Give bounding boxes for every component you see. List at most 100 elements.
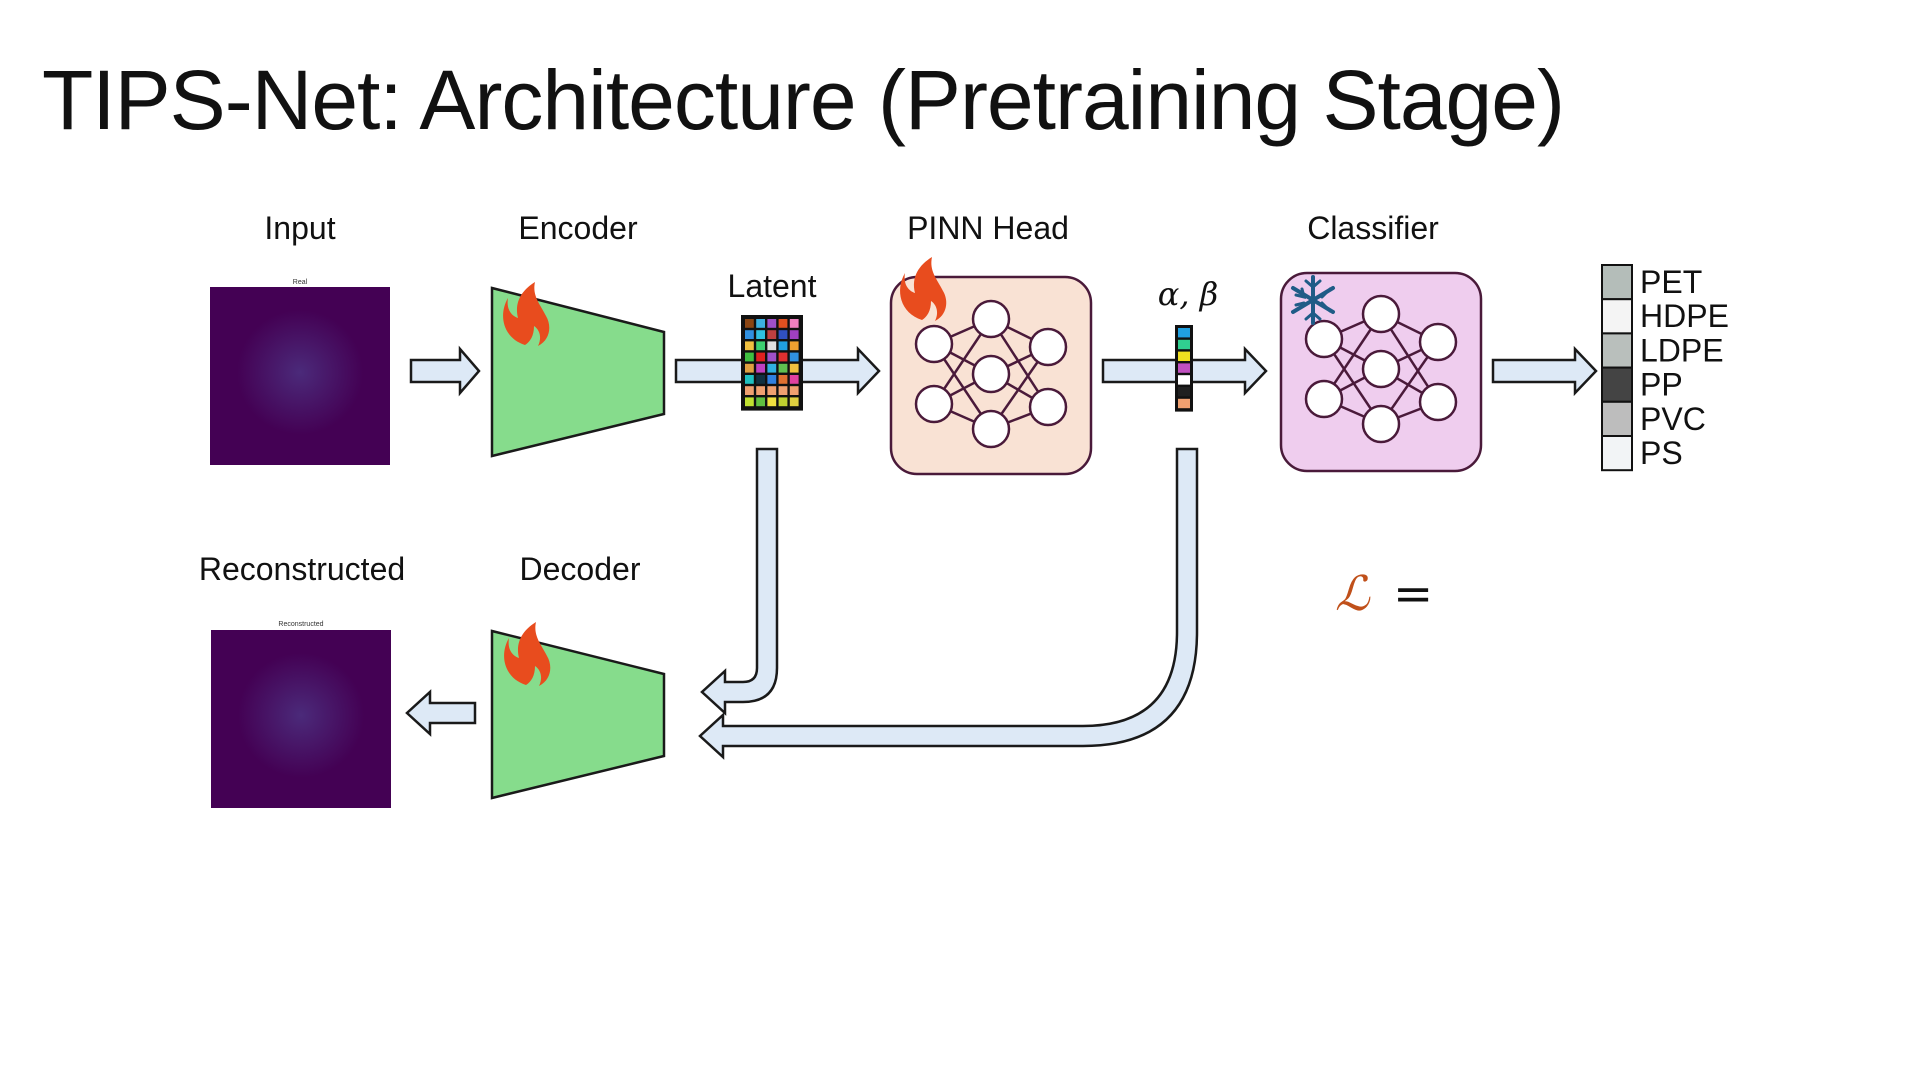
- latent-cell: [778, 330, 788, 339]
- vector-cell: [1178, 375, 1190, 385]
- latent-cell: [756, 363, 765, 373]
- pinn-head-label: PINN Head: [907, 210, 1069, 246]
- latent-cell: [789, 386, 799, 395]
- latent-cell: [789, 375, 799, 384]
- page-title: TIPS-Net: Architecture (Pretraining Stag…: [42, 53, 1565, 147]
- classifier-network: [1304, 294, 1458, 444]
- latent-cell: [745, 319, 754, 328]
- latent-cell: [767, 330, 777, 339]
- latent-cell: [767, 375, 777, 384]
- network-node: [914, 384, 954, 424]
- network-node: [1418, 322, 1458, 362]
- vector-cell: [1178, 351, 1190, 361]
- latent-cell: [778, 397, 788, 407]
- loss-symbol: ℒ: [1335, 566, 1371, 622]
- latent-cell: [767, 341, 777, 351]
- latent-cell: [778, 341, 788, 351]
- network-node: [1418, 382, 1458, 422]
- latent-cell: [767, 352, 777, 362]
- latent-cell: [745, 386, 754, 395]
- latent-cell: [745, 352, 754, 362]
- network-node: [1361, 294, 1401, 334]
- class-cell: [1601, 298, 1633, 335]
- latent-cell: [778, 352, 788, 362]
- alpha-beta-vector: [1175, 325, 1193, 412]
- network-node: [1361, 349, 1401, 389]
- latent-cell: [767, 386, 777, 395]
- class-cell: [1601, 366, 1633, 403]
- class-label: PS: [1640, 435, 1683, 471]
- latent-cell: [789, 319, 799, 328]
- class-cell: [1601, 264, 1633, 301]
- network-node: [971, 354, 1011, 394]
- latent-cell: [756, 341, 765, 351]
- class-label: PP: [1640, 367, 1683, 403]
- network-node: [1028, 327, 1068, 367]
- encoder-label: Encoder: [518, 210, 638, 246]
- arrow-params-to-decoder: [698, 447, 1199, 760]
- latent-cell: [789, 330, 799, 339]
- fire-icon: [900, 257, 947, 321]
- arrow-latent-to-decoder: [700, 447, 779, 716]
- arrow-input-to-encoder: [409, 345, 481, 397]
- latent-cell: [745, 375, 754, 384]
- class-cell: [1601, 400, 1633, 437]
- latent-cell: [756, 397, 765, 407]
- reconstructed-label: Reconstructed: [199, 551, 405, 587]
- network-node: [1304, 379, 1344, 419]
- encoder-block: [490, 286, 666, 458]
- latent-cell: [767, 397, 777, 407]
- latent-cell: [756, 375, 765, 384]
- class-label: PET: [1640, 264, 1702, 300]
- arrow-classifier-to-output: [1491, 345, 1598, 397]
- vector-cell: [1178, 398, 1190, 409]
- input-image-caption: Real: [293, 279, 308, 286]
- input-image: Real: [210, 279, 390, 465]
- reconstructed-image-caption: Reconstructed: [278, 621, 323, 628]
- latent-cell: [789, 397, 799, 407]
- latent-cell: [789, 352, 799, 362]
- latent-grid-frame: [741, 315, 803, 411]
- decoder-block: [490, 629, 666, 800]
- vector-cell: [1178, 328, 1190, 338]
- latent-cell: [767, 363, 777, 373]
- vector-cell: [1178, 363, 1190, 373]
- latent-cell: [767, 319, 777, 328]
- latent-cell: [778, 319, 788, 328]
- snowflake-icon: [1291, 275, 1335, 325]
- arrow-decoder-to-reconstructed: [405, 689, 477, 737]
- latent-cell: [745, 397, 754, 407]
- class-cell: [1601, 435, 1633, 472]
- decoder-label: Decoder: [520, 551, 641, 587]
- latent-cell: [745, 330, 754, 339]
- reconstructed-image: Reconstructed: [211, 621, 391, 808]
- latent-cell: [778, 363, 788, 373]
- vector-cell: [1178, 387, 1190, 397]
- latent-cell: [745, 363, 754, 373]
- latent-cell: [789, 341, 799, 351]
- latent-cell: [778, 386, 788, 395]
- latent-cell: [756, 330, 765, 339]
- latent-cell: [756, 386, 765, 395]
- network-node: [971, 299, 1011, 339]
- latent-cell: [789, 363, 799, 373]
- fire-icon: [504, 622, 551, 686]
- class-label: PVC: [1640, 401, 1706, 437]
- network-node: [1361, 404, 1401, 444]
- latent-label: Latent: [728, 268, 817, 304]
- latent-cell: [745, 341, 754, 351]
- latent-cell: [756, 319, 765, 328]
- network-node: [914, 324, 954, 364]
- class-label: HDPE: [1640, 298, 1729, 334]
- latent-cell: [756, 352, 765, 362]
- input-label: Input: [264, 210, 335, 246]
- network-node: [971, 409, 1011, 449]
- pinn-network: [914, 299, 1068, 449]
- class-cell: [1601, 332, 1633, 369]
- network-node: [1028, 387, 1068, 427]
- classifier-label: Classifier: [1307, 210, 1439, 246]
- vector-cell: [1178, 339, 1190, 350]
- class-label: LDPE: [1640, 332, 1724, 368]
